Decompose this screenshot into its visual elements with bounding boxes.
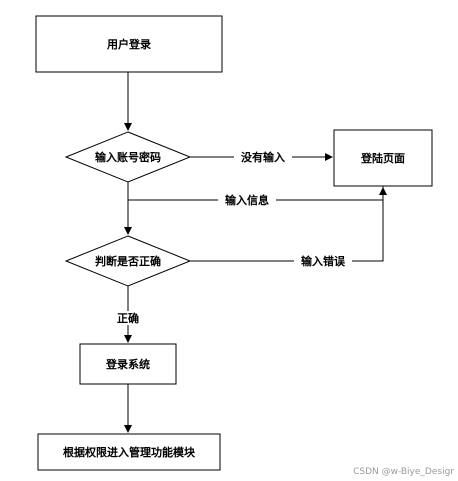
edge-input-info-label-bg <box>218 193 276 207</box>
node-user-login-label: 用户登录 <box>107 37 151 51</box>
edge-input-error-label-bg <box>294 254 352 268</box>
edge-no-input-label-bg <box>234 150 292 164</box>
watermark: CSDN @w-Biye_Desigr <box>353 467 454 477</box>
edge-correct-label: 正确 <box>117 311 139 325</box>
edge-correct-label-bg <box>112 311 144 325</box>
node-enter-modules-label: 根据权限进入管理功能模块 <box>63 445 196 459</box>
node-input-account-label: 输入账号密码 <box>95 150 161 164</box>
node-login-page-label: 登陆页面 <box>360 151 405 165</box>
node-user-login-box <box>35 15 223 73</box>
node-login-system-label: 登录系统 <box>105 357 150 371</box>
node-login-system-box <box>79 343 177 385</box>
edge-input-info-label: 输入信息 <box>225 193 269 207</box>
edge-input-error-label: 输入错误 <box>301 254 346 268</box>
node-judge-label: 判断是否正确 <box>95 254 161 268</box>
edge-judge-to-login-page <box>190 187 387 262</box>
node-enter-modules-box <box>37 433 221 471</box>
edge-no-input-label: 没有输入 <box>241 150 285 164</box>
